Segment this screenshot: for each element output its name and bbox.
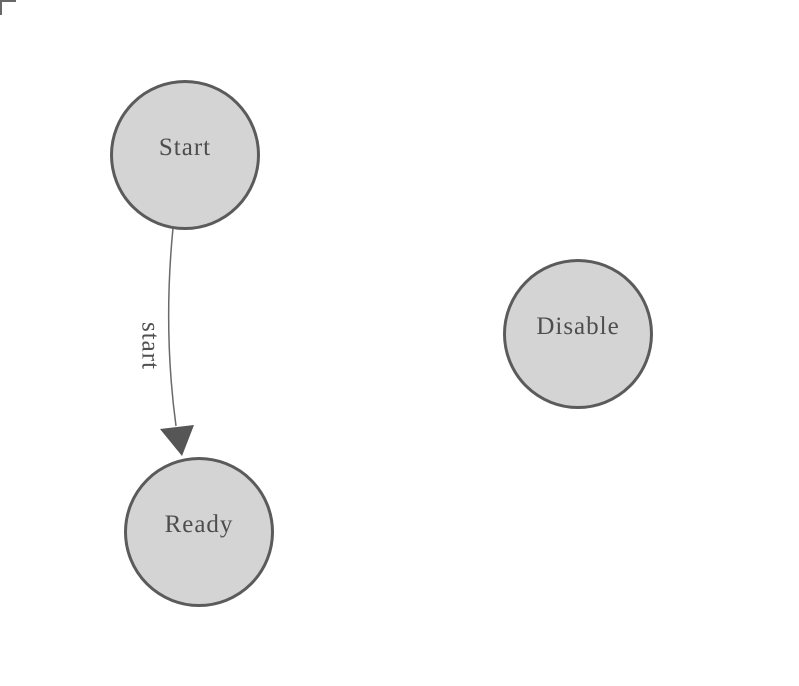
state-label-ready: Ready <box>164 510 234 538</box>
state-node-start[interactable]: Start <box>110 80 260 230</box>
state-node-ready[interactable]: Ready <box>124 457 274 607</box>
transition-label-start[interactable]: start <box>136 321 164 371</box>
transition-edge-start-ready[interactable] <box>167 227 177 427</box>
arrowhead-icon <box>160 425 194 456</box>
state-label-start: Start <box>158 133 212 161</box>
state-node-disable[interactable]: Disable <box>503 259 653 409</box>
state-label-disable: Disable <box>536 312 620 340</box>
canvas-corner-mark <box>0 0 16 15</box>
